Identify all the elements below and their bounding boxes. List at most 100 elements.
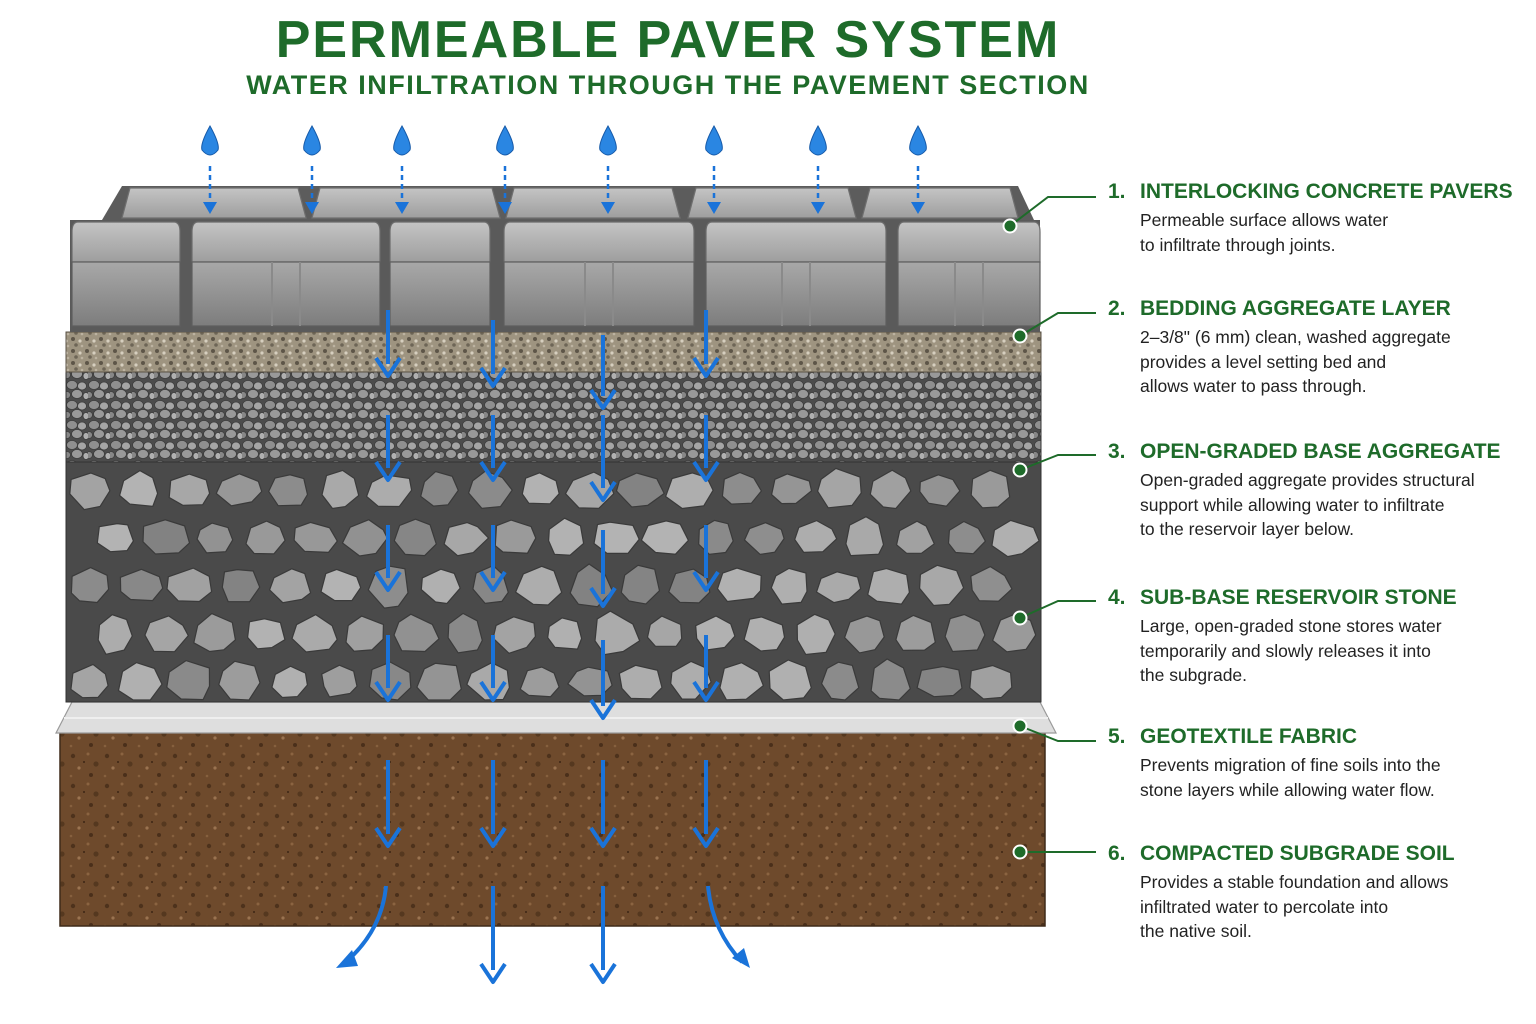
- reservoir-stone: [815, 571, 862, 604]
- layer-title-text: GEOTEXTILE FABRIC: [1140, 725, 1358, 748]
- reservoir-stone: [947, 520, 987, 555]
- water-flow-arrow-icon: [692, 310, 720, 378]
- reservoir-stone: [770, 473, 813, 505]
- reservoir-stone: [420, 470, 459, 507]
- reservoir-stone: [796, 613, 836, 656]
- reservoir-stone: [620, 564, 661, 605]
- paver-front: [389, 221, 491, 327]
- water-flow-arrow-icon: [589, 640, 617, 720]
- reservoir-stone: [867, 567, 911, 605]
- leader-line: [1012, 718, 1096, 742]
- layer-description-line: stone layers while allowing water flow.: [1140, 779, 1435, 800]
- reservoir-stone: [870, 658, 911, 701]
- reservoir-stone: [492, 616, 537, 654]
- leader-dot-icon: [1012, 610, 1028, 626]
- bedding-aggregate-layer: [65, 331, 1042, 373]
- paver-front: [503, 221, 695, 327]
- raindrop-icon: [599, 124, 617, 214]
- reservoir-stone: [547, 517, 585, 556]
- reservoir-stone: [895, 614, 936, 652]
- reservoir-stone: [168, 473, 211, 506]
- reservoir-stone: [944, 613, 986, 653]
- water-flow-arrow-icon: [589, 886, 617, 984]
- leader-dot-icon: [1002, 218, 1018, 234]
- reservoir-stone: [640, 520, 690, 555]
- reservoir-stone: [345, 615, 385, 652]
- water-flow-arrow-icon: [692, 525, 720, 592]
- reservoir-stone: [245, 520, 286, 555]
- reservoir-stone: [268, 568, 312, 604]
- layer-title: 5.GEOTEXTILE FABRIC: [1108, 725, 1528, 749]
- diagram-title: PERMEABLE PAVER SYSTEM: [275, 11, 1061, 69]
- reservoir-stone: [144, 615, 190, 653]
- layer-description-line: the native soil.: [1140, 921, 1252, 941]
- leader-dot-icon: [1012, 462, 1028, 478]
- water-flow-arrow-icon: [374, 760, 402, 848]
- reservoir-stone: [970, 565, 1013, 602]
- leader-line: [1012, 454, 1096, 478]
- reservoir-stone: [843, 615, 885, 654]
- layer-title-text: OPEN-GRADED BASE AGGREGATE: [1140, 440, 1501, 463]
- reservoir-stone: [443, 521, 490, 557]
- layer-description-line: infiltrated water to percolate into: [1140, 896, 1389, 917]
- reservoir-stone: [646, 615, 683, 647]
- layer-number: 2.: [1108, 297, 1126, 320]
- reservoir-stone: [246, 618, 286, 650]
- reservoir-stone: [118, 469, 159, 507]
- leader-dot-icon: [1012, 844, 1028, 860]
- layer-description-line: Large, open-graded stone stores water: [1140, 616, 1442, 636]
- reservoir-stone: [743, 616, 786, 652]
- layer-number: 4.: [1108, 586, 1126, 609]
- paver-back: [505, 187, 681, 219]
- reservoir-stone: [719, 662, 765, 701]
- leader-line: [1012, 844, 1096, 860]
- layer-description-line: provides a level setting bed and: [1140, 351, 1387, 372]
- raindrop-icon: [303, 124, 321, 214]
- layer-description-line: 2–3/8" (6 mm) clean, washed aggregate: [1140, 327, 1451, 347]
- reservoir-stone: [820, 661, 860, 701]
- reservoir-stone: [547, 617, 583, 650]
- water-flow-arrow-icon: [692, 415, 720, 482]
- reservoir-stone: [293, 521, 339, 554]
- reservoir-stone: [918, 564, 965, 607]
- raindrop-icon: [809, 124, 827, 214]
- base-aggregate-layer: [65, 371, 1042, 463]
- leader-dot-icon: [1012, 718, 1028, 734]
- leader-line: [1012, 600, 1096, 626]
- paver-front: [897, 221, 1041, 327]
- water-flow-arrows: [336, 310, 750, 984]
- raindrop-icon: [705, 124, 723, 214]
- reservoir-stone: [196, 522, 234, 554]
- raindrop-icon: [393, 124, 411, 214]
- reservoir-stone: [393, 518, 437, 557]
- reservoir-stone: [721, 471, 763, 505]
- reservoir-stone: [393, 613, 440, 653]
- water-flow-arrow-icon: [589, 415, 617, 502]
- water-flow-arrow-icon: [374, 415, 402, 482]
- layer-description-line: Permeable surface allows water: [1140, 210, 1389, 230]
- paver-layer: [70, 186, 1041, 332]
- layer-number: 6.: [1108, 842, 1126, 865]
- layer-number: 1.: [1108, 180, 1126, 203]
- reservoir-stone: [142, 519, 191, 555]
- layer-title-text: INTERLOCKING CONCRETE PAVERS: [1140, 180, 1513, 203]
- reservoir-stone: [521, 472, 560, 505]
- reservoir-stone: [743, 522, 785, 556]
- raindrop-icon: [496, 124, 514, 214]
- layer-title-text: SUB-BASE RESERVOIR STONE: [1140, 586, 1457, 609]
- reservoir-stone: [268, 474, 309, 507]
- layer-description-line: to the reservoir layer below.: [1140, 519, 1354, 539]
- water-flow-arrow-icon: [374, 310, 402, 378]
- reservoir-stone: [321, 469, 360, 510]
- reservoir-stone: [594, 610, 641, 656]
- layer-description-line: Prevents migration of fine soils into th…: [1140, 755, 1441, 775]
- reservoir-stone: [991, 519, 1040, 558]
- reservoir-stone: [816, 467, 862, 509]
- layer-description-line: Open-graded aggregate provides structura…: [1140, 470, 1475, 490]
- reservoir-stone: [97, 614, 133, 655]
- reservoir-stone: [593, 521, 640, 555]
- reservoir-stone: [341, 519, 389, 557]
- layer-description-line: to infiltrate through joints.: [1140, 234, 1336, 255]
- reservoir-stone: [716, 567, 762, 603]
- layer-label-4: 4. SUB-BASE RESERVOIR STONE Large, open-gr…: [1108, 586, 1528, 688]
